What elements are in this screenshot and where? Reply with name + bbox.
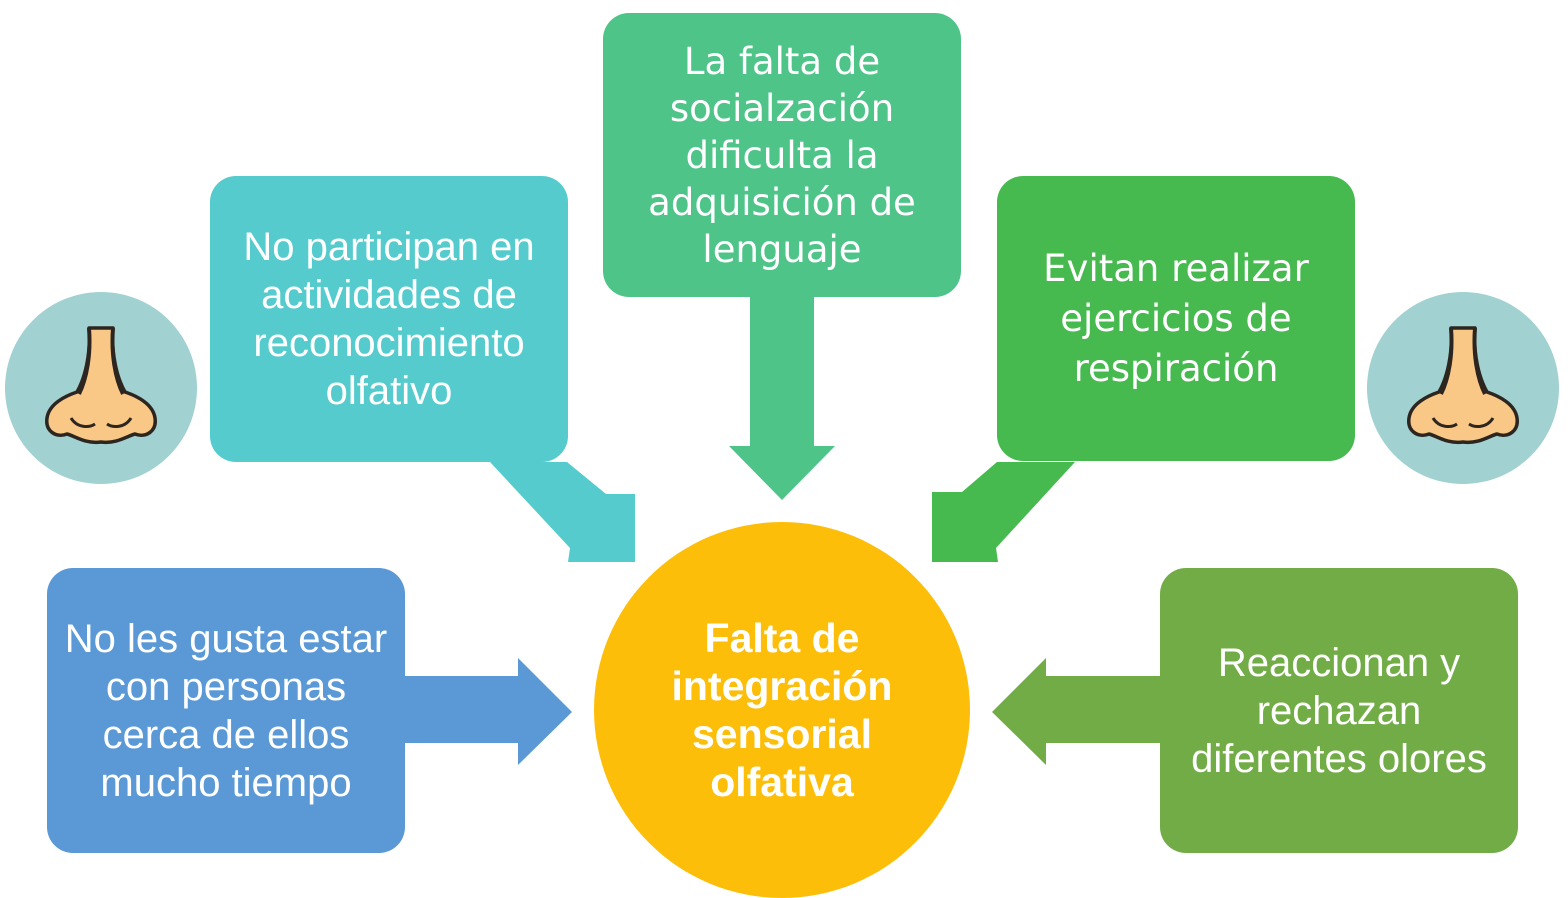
box-right-label: Reaccionan y rechazan diferentes olores bbox=[1191, 640, 1487, 781]
center-circle: Falta de integración sensorial olfativa bbox=[594, 522, 970, 898]
box-left-label: No les gusta estar con personas cerca de… bbox=[64, 616, 388, 805]
box-top-left: No participan en actividades de reconoci… bbox=[210, 176, 568, 462]
arrow-top-right bbox=[932, 462, 1075, 562]
arrow-left bbox=[405, 658, 572, 765]
arrow-top-left bbox=[490, 462, 635, 562]
box-top-left-label: No participan en actividades de reconoci… bbox=[243, 225, 535, 413]
box-top-right: Evitan realizar ejercicios de respiració… bbox=[997, 176, 1355, 461]
arrow-right bbox=[992, 658, 1160, 765]
box-right: Reaccionan y rechazan diferentes olores bbox=[1160, 568, 1518, 853]
box-top-center: La falta de socialzación dificulta la ad… bbox=[603, 13, 961, 297]
box-top-right-label: Evitan realizar ejercicios de respiració… bbox=[1043, 246, 1309, 390]
nose-badge-left bbox=[5, 292, 197, 484]
nose-icon bbox=[45, 326, 157, 445]
center-label: Falta de integración sensorial olfativa bbox=[671, 615, 893, 805]
box-top-center-label: La falta de socialzación dificulta la ad… bbox=[648, 39, 916, 271]
box-left: No les gusta estar con personas cerca de… bbox=[47, 568, 405, 853]
nose-badge-right bbox=[1367, 292, 1559, 484]
arrow-top-center bbox=[729, 297, 835, 500]
nose-icon bbox=[1407, 326, 1519, 445]
